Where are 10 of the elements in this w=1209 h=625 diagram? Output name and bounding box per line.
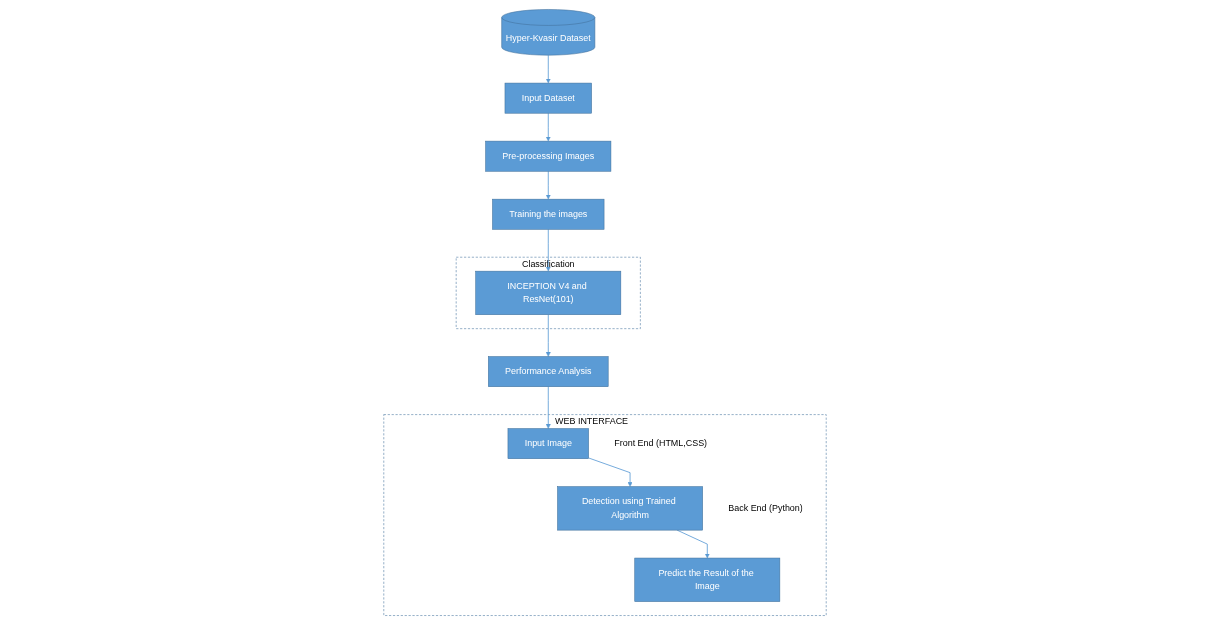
- node-box: INCEPTION V4 and ResNet(101): [474, 270, 621, 315]
- node-box: Input Image: [507, 428, 589, 459]
- node-box: Predict the Result of the Image: [633, 557, 780, 602]
- node-box: Performance Analysis: [487, 356, 608, 387]
- node-box: Training the images: [491, 198, 604, 230]
- node-box: Input Dataset: [504, 82, 592, 114]
- node-box: Pre-processing Images: [484, 140, 611, 172]
- node-label: Front End (HTML,CSS): [613, 438, 707, 449]
- node-box: Detection using Trained Algorithm: [556, 486, 703, 531]
- node-label: Back End (Python): [727, 503, 803, 513]
